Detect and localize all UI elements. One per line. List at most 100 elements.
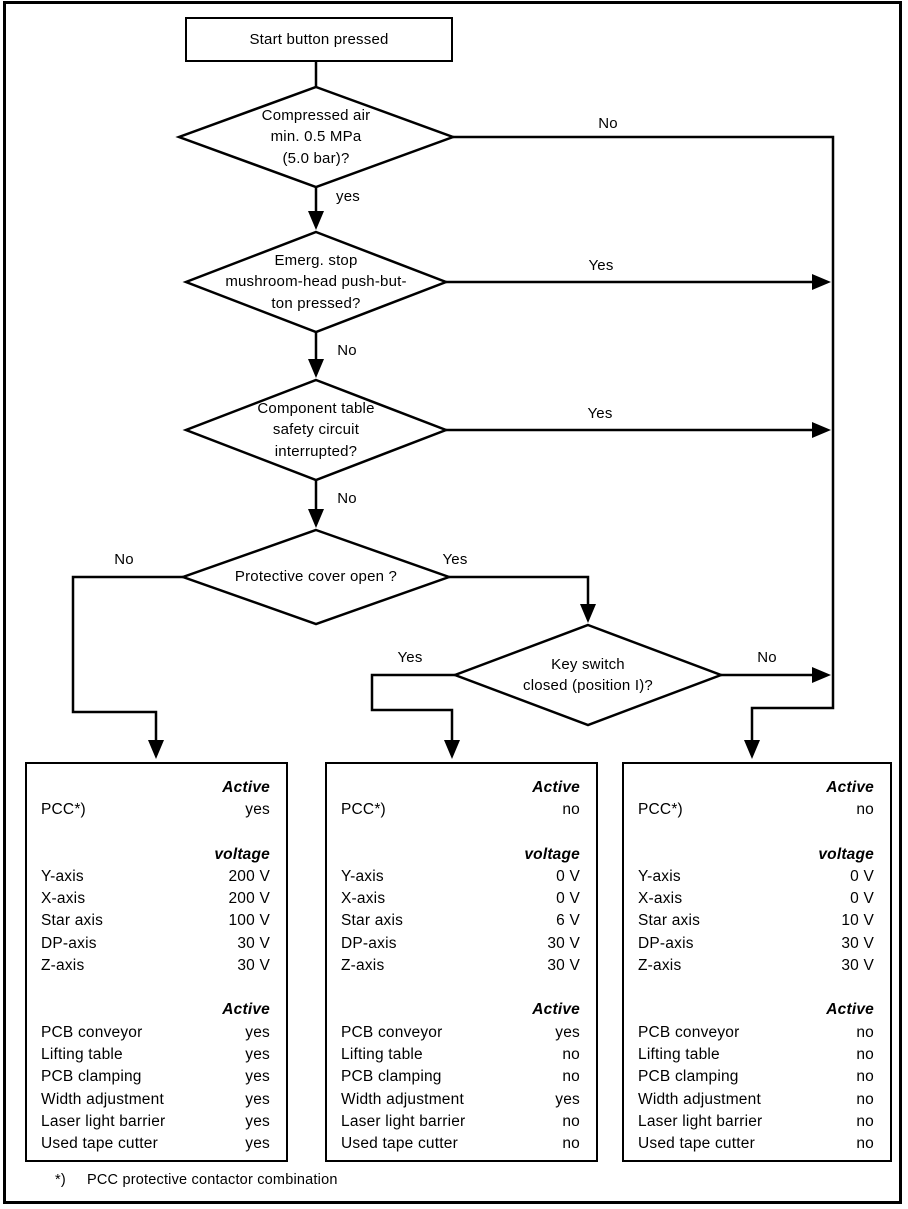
table-row: PCC*) yes	[41, 799, 270, 821]
arrowheads	[148, 211, 831, 759]
arrowhead-down-icon	[308, 211, 324, 230]
row-label: Laser light barrier	[341, 1112, 466, 1130]
row-value: yes	[245, 1045, 270, 1063]
row-value: no	[856, 1090, 874, 1108]
row-value: no	[562, 1045, 580, 1063]
row-label: PCB clamping	[41, 1068, 142, 1086]
row-value: 0 V	[850, 867, 874, 885]
row-value: no	[856, 801, 874, 819]
row-value: no	[856, 1068, 874, 1086]
table-row: PCC*)no	[638, 799, 874, 821]
row-value: no	[562, 1068, 580, 1086]
row-value: 0 V	[556, 867, 580, 885]
arrowhead-down-icon	[580, 604, 596, 623]
row-value: 30 V	[237, 957, 270, 975]
row-label: PCB conveyor	[41, 1023, 143, 1041]
row-label: Laser light barrier	[638, 1112, 763, 1130]
row-value: 200 V	[228, 867, 270, 885]
connector-no-rail-to-box3	[453, 135, 835, 743]
table-row: PCC*)no	[341, 799, 580, 821]
arrowhead-right-icon	[812, 422, 831, 438]
row-label: Z-axis	[341, 957, 385, 975]
connector-lines	[71, 62, 835, 743]
table-row: X-axis 200 V	[41, 888, 270, 910]
section-header: voltage	[818, 845, 874, 863]
row-label: Width adjustment	[341, 1090, 464, 1108]
row-label: Lifting table	[638, 1045, 720, 1063]
table-row: X-axis 0 V	[341, 888, 580, 910]
branch-label-key-no: No	[757, 649, 777, 666]
branch-label-cover-yes: Yes	[442, 551, 468, 568]
row-label: Lifting table	[341, 1045, 423, 1063]
row-label: PCB clamping	[638, 1068, 739, 1086]
row-value: 30 V	[841, 957, 874, 975]
row-label: PCC*)	[341, 801, 386, 819]
table-row: Lifting table no	[341, 1044, 580, 1066]
row-label: PCC*)	[41, 801, 86, 819]
row-value: 0 V	[850, 890, 874, 908]
row-label: DP-axis	[341, 934, 397, 952]
decision-diamond-protective-cover	[179, 528, 453, 626]
row-value: yes	[245, 1112, 270, 1130]
table-row: Z-axis 30 V	[41, 955, 270, 977]
arrowhead-right-icon	[812, 667, 831, 683]
table-row: PCB clamping yes	[41, 1066, 270, 1088]
arrowhead-down-icon	[308, 509, 324, 528]
row-label: X-axis	[341, 890, 386, 908]
row-value: no	[562, 1112, 580, 1130]
row-label: Used tape cutter	[341, 1135, 458, 1153]
decision-key-switch-text: Key switch closed (position I)?	[523, 655, 653, 695]
row-label: Lifting table	[41, 1045, 123, 1063]
row-label: Star axis	[341, 912, 404, 930]
row-value: 200 V	[228, 890, 270, 908]
row-label: Used tape cutter	[638, 1135, 755, 1153]
row-label: Y-axis	[41, 867, 84, 885]
row-label: Star axis	[638, 912, 701, 930]
row-value: no	[856, 1112, 874, 1130]
start-node: Start button pressed	[185, 17, 453, 62]
outcome-section: Active PCC*) yes	[41, 777, 270, 822]
arrowhead-down-icon	[308, 359, 324, 378]
section-header: Active	[532, 779, 580, 796]
section-header: Active	[826, 1001, 874, 1019]
row-value: yes	[245, 1068, 270, 1086]
row-label: X-axis	[41, 890, 86, 908]
start-node-label: Start button pressed	[249, 31, 389, 48]
section-header: Active	[222, 779, 270, 796]
row-value: yes	[245, 801, 270, 819]
decision-diamond-key-switch	[451, 623, 725, 727]
row-label: DP-axis	[41, 934, 97, 952]
outcome-section: Active PCC*)no	[638, 777, 874, 822]
row-value: 0 V	[556, 890, 580, 908]
section-header: voltage	[524, 845, 580, 863]
arrowhead-down-icon	[744, 740, 760, 759]
row-label: Z-axis	[41, 957, 85, 975]
arrowhead-down-icon	[444, 740, 460, 759]
decision-diamond-safety-circuit	[182, 378, 450, 482]
